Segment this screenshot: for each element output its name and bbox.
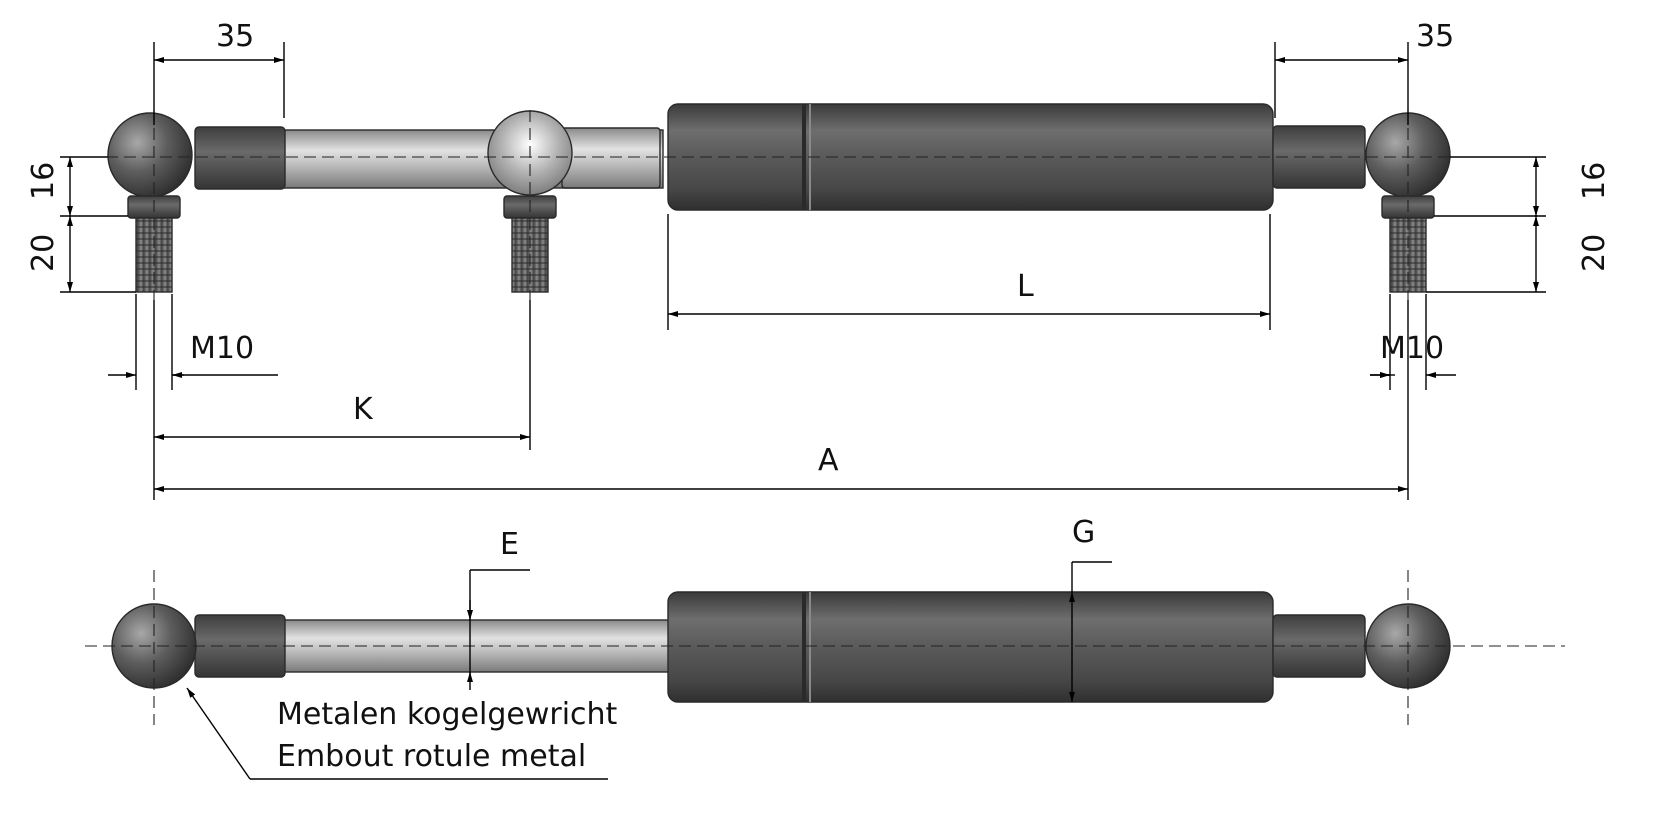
left-end-sleeve <box>194 126 286 190</box>
left-ball-joint <box>107 112 193 198</box>
dim-20-left-label: 20 <box>26 234 61 272</box>
dim-16-left-label: 16 <box>26 162 61 200</box>
dim-g-label: G <box>1072 515 1095 550</box>
dim-m10-left-label: M10 <box>190 331 254 366</box>
bottom-view <box>85 570 1565 725</box>
dimension-g <box>1069 561 1112 702</box>
dimension-lines <box>60 42 1546 500</box>
dim-a-label: A <box>818 443 839 478</box>
dimension-e <box>467 569 530 690</box>
note-line-2: Embout rotule metal <box>277 739 586 774</box>
note-line-1: Metalen kogelgewricht <box>277 697 618 732</box>
dim-k-label: K <box>353 392 374 427</box>
dim-16-right-label: 16 <box>1577 162 1612 200</box>
bottom-cylinder-body <box>667 591 1274 703</box>
note-leader <box>186 687 608 780</box>
dim-l-label: L <box>1017 269 1034 304</box>
dim-20-right-label: 20 <box>1577 234 1612 272</box>
top-view <box>88 103 1460 300</box>
dim-e-label: E <box>500 527 519 562</box>
dim-m10-right-label: M10 <box>1380 331 1444 366</box>
middle-end-sleeve <box>561 127 661 189</box>
dim-35-right-label: 35 <box>1416 19 1454 54</box>
dim-35-left-label: 35 <box>216 19 254 54</box>
